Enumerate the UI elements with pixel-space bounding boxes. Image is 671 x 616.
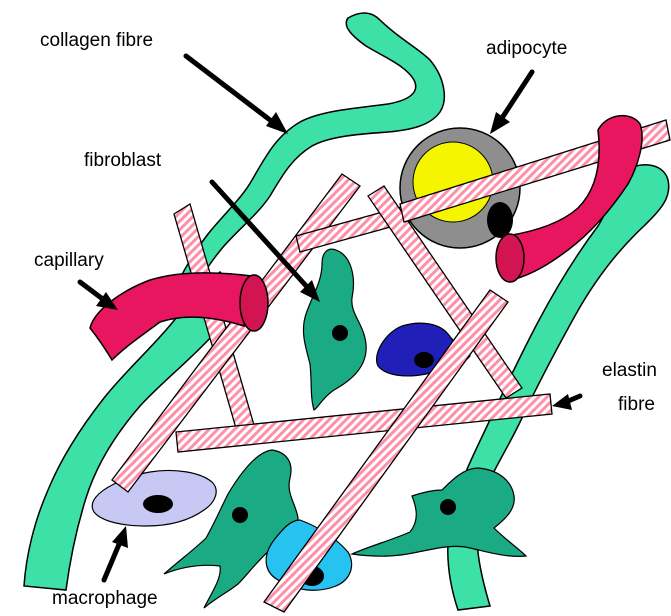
label-macrophage: macrophage (52, 588, 158, 609)
nucleus (414, 352, 434, 368)
macrophage-arrowhead (112, 526, 128, 548)
macrophage-arrow (104, 542, 120, 580)
label-elastin-line2: fibre (618, 394, 655, 415)
label-elastin-line1: elastin (602, 360, 657, 381)
label-fibroblast: fibroblast (84, 150, 162, 171)
elastin-arrowhead (552, 394, 572, 410)
adipocyte-arrowhead (490, 112, 510, 134)
capillary-opening (496, 234, 524, 282)
collagen-arrow (186, 56, 270, 120)
capillary-opening (240, 275, 268, 331)
capillary-arrow (80, 282, 104, 300)
label-collagen-fibre: collagen fibre (40, 30, 153, 51)
label-adipocyte: adipocyte (486, 38, 567, 59)
nucleus (143, 495, 173, 513)
collagen-arrowhead (266, 112, 288, 134)
nucleus (440, 499, 456, 515)
adipocyte-arrow (502, 72, 532, 118)
label-capillary: capillary (34, 250, 104, 271)
nucleus (332, 325, 348, 341)
nucleus (232, 507, 248, 523)
nucleus (487, 202, 513, 238)
